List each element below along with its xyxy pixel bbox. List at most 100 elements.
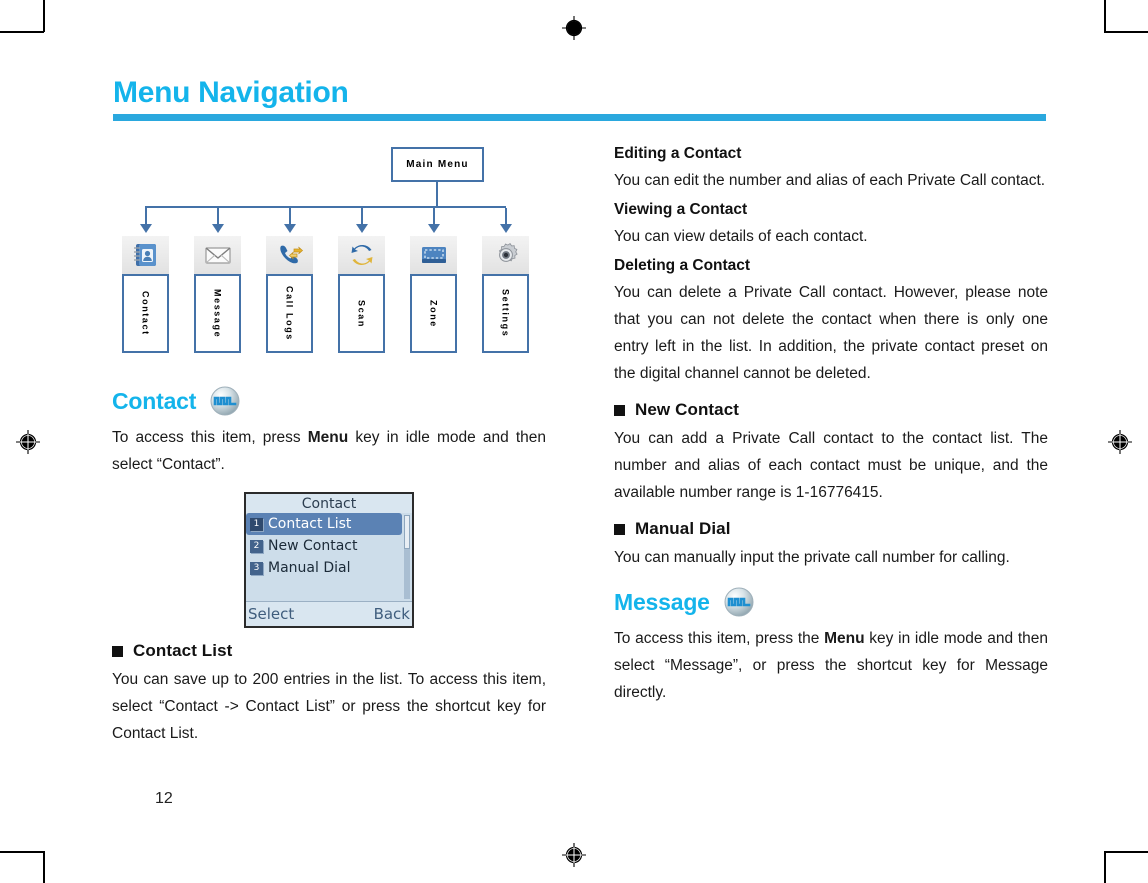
phone-screen-mockup-wrapper: Contact 1 Contact List 2 New Contact 3 M… — [112, 492, 546, 628]
section-heading-label: Contact — [112, 387, 197, 414]
new-contact-paragraph: You can add a Private Call contact to th… — [614, 430, 1048, 501]
square-wave-sphere-icon — [724, 587, 754, 617]
bullet-heading-label: Manual Dial — [635, 519, 731, 538]
tree-arrow-icon — [428, 224, 440, 233]
message-intro-text-2: key in idle mode and then select “Messag… — [614, 630, 1048, 701]
tree-root-node: Main Menu — [391, 147, 484, 182]
screen-item-number: 2 — [250, 539, 263, 553]
registration-mark-icon — [1107, 429, 1133, 455]
registration-mark-icon — [561, 842, 587, 868]
bullet-heading-label: New Contact — [635, 400, 740, 419]
gear-icon — [482, 236, 529, 274]
tree-leaf-box: Message — [194, 274, 241, 353]
tree-leaf-call-logs[interactable]: Call Logs — [266, 236, 313, 353]
tree-branch-line — [289, 208, 291, 226]
left-column: Main Menu — [112, 140, 546, 749]
tree-leaf-label: Message — [212, 288, 223, 339]
contact-list-paragraph: You can save up to 200 entries in the li… — [112, 671, 546, 742]
tree-trunk-line — [436, 182, 438, 208]
tree-branch-line — [145, 208, 147, 226]
phone-screen-mockup: Contact 1 Contact List 2 New Contact 3 M… — [244, 492, 414, 628]
address-book-icon — [122, 236, 169, 274]
bullet-square-icon — [614, 523, 625, 535]
softkey-back[interactable]: Back — [373, 605, 410, 623]
bullet-heading-new-contact: New Contact — [614, 400, 1048, 420]
tree-arrow-icon — [212, 224, 224, 233]
message-intro-text-1: To access this item, press the — [614, 630, 825, 647]
bullet-heading-label: Contact List — [133, 641, 233, 660]
section-heading-contact: Contact — [112, 386, 546, 416]
tree-leaf-label: Settings — [500, 289, 511, 338]
refresh-arrows-icon — [338, 236, 385, 274]
screen-menu-item-contact-list[interactable]: 1 Contact List — [246, 513, 402, 535]
tree-leaf-contact[interactable]: Contact — [122, 236, 169, 353]
tree-root-label: Main Menu — [406, 159, 469, 170]
tree-arrow-icon — [140, 224, 152, 233]
message-intro-paragraph: To access this item, press the Menu key … — [614, 625, 1048, 706]
screen-item-label: Contact List — [268, 516, 352, 532]
bullet-heading-contact-list: Contact List — [112, 641, 546, 661]
deleting-a-contact-paragraph: You can delete a Private Call contact. H… — [614, 284, 1048, 382]
tree-leaf-box: Call Logs — [266, 274, 313, 353]
tree-arrow-icon — [500, 224, 512, 233]
tree-leaf-message[interactable]: Message — [194, 236, 241, 353]
screen-item-number: 1 — [250, 517, 263, 531]
tree-leaf-label: Scan — [356, 299, 367, 328]
square-wave-sphere-icon — [210, 386, 240, 416]
tree-arrow-icon — [356, 224, 368, 233]
menu-key-label: Menu — [824, 630, 865, 647]
section-heading-message: Message — [614, 587, 1048, 617]
menu-key-label: Menu — [307, 429, 349, 446]
screen-menu-item-manual-dial[interactable]: 3 Manual Dial — [246, 557, 412, 579]
envelope-icon — [194, 236, 241, 274]
tree-leaf-scan[interactable]: Scan — [338, 236, 385, 353]
screen-item-label: Manual Dial — [268, 560, 351, 576]
tree-leaf-settings[interactable]: Settings — [482, 236, 529, 353]
tree-leaf-box: Scan — [338, 274, 385, 353]
crop-mark-bottom-left — [0, 851, 45, 883]
section-heading-label: Message — [614, 588, 710, 615]
screen-scrollbar[interactable] — [404, 515, 410, 599]
tree-leaf-box: Zone — [410, 274, 457, 353]
phone-arrow-icon — [266, 236, 313, 274]
contact-intro-paragraph: To access this item, press Menu key in i… — [112, 424, 546, 478]
registration-mark-icon — [561, 15, 587, 41]
page-title: Menu Navigation — [113, 76, 349, 109]
screen-scrollbar-thumb[interactable] — [404, 515, 410, 549]
tree-branch-line — [217, 208, 219, 226]
tree-branch-line — [361, 208, 363, 226]
contact-intro-text-1: To access this item, press — [112, 429, 308, 446]
zone-rectangle-icon — [410, 236, 457, 274]
menu-tree-diagram: Main Menu — [112, 140, 546, 370]
manual-dial-paragraph: You can manually input the private call … — [614, 549, 1010, 566]
screen-item-label: New Contact — [268, 538, 358, 554]
editing-a-contact-paragraph: You can edit the number and alias of eac… — [614, 172, 1046, 189]
screen-title: Contact — [246, 494, 412, 513]
contact-intro-text-2: key in idle mode and then select “Contac… — [112, 429, 546, 473]
tree-leaf-zone[interactable]: Zone — [410, 236, 457, 353]
viewing-a-contact-paragraph: You can view details of each contact. — [614, 228, 868, 245]
bullet-square-icon — [112, 645, 123, 657]
right-column: Editing a Contact You can edit the numbe… — [614, 140, 1048, 708]
registration-mark-icon — [15, 429, 41, 455]
tree-branch-line — [433, 208, 435, 226]
tree-crossbar-line — [145, 206, 506, 208]
tree-leaf-label: Contact — [140, 291, 151, 336]
tree-leaf-label: Call Logs — [284, 286, 295, 341]
screen-menu-list: 1 Contact List 2 New Contact 3 Manual Di… — [246, 513, 412, 601]
subheading-viewing-a-contact: Viewing a Contact — [614, 201, 748, 218]
tree-leaf-label: Zone — [428, 299, 439, 328]
screen-softkey-bar: Select Back — [246, 601, 412, 626]
crop-mark-top-right — [1104, 0, 1148, 33]
bullet-square-icon — [614, 404, 625, 416]
crop-mark-bottom-right — [1104, 851, 1148, 883]
bullet-heading-manual-dial: Manual Dial — [614, 519, 1048, 539]
screen-item-number: 3 — [250, 561, 263, 575]
screen-menu-item-new-contact[interactable]: 2 New Contact — [246, 535, 412, 557]
softkey-select[interactable]: Select — [248, 605, 295, 623]
crop-mark-top-left — [0, 0, 45, 33]
tree-branch-line — [505, 208, 507, 226]
page-number: 12 — [155, 790, 173, 807]
tree-leaf-box: Contact — [122, 274, 169, 353]
title-underline-rule — [113, 114, 1046, 121]
